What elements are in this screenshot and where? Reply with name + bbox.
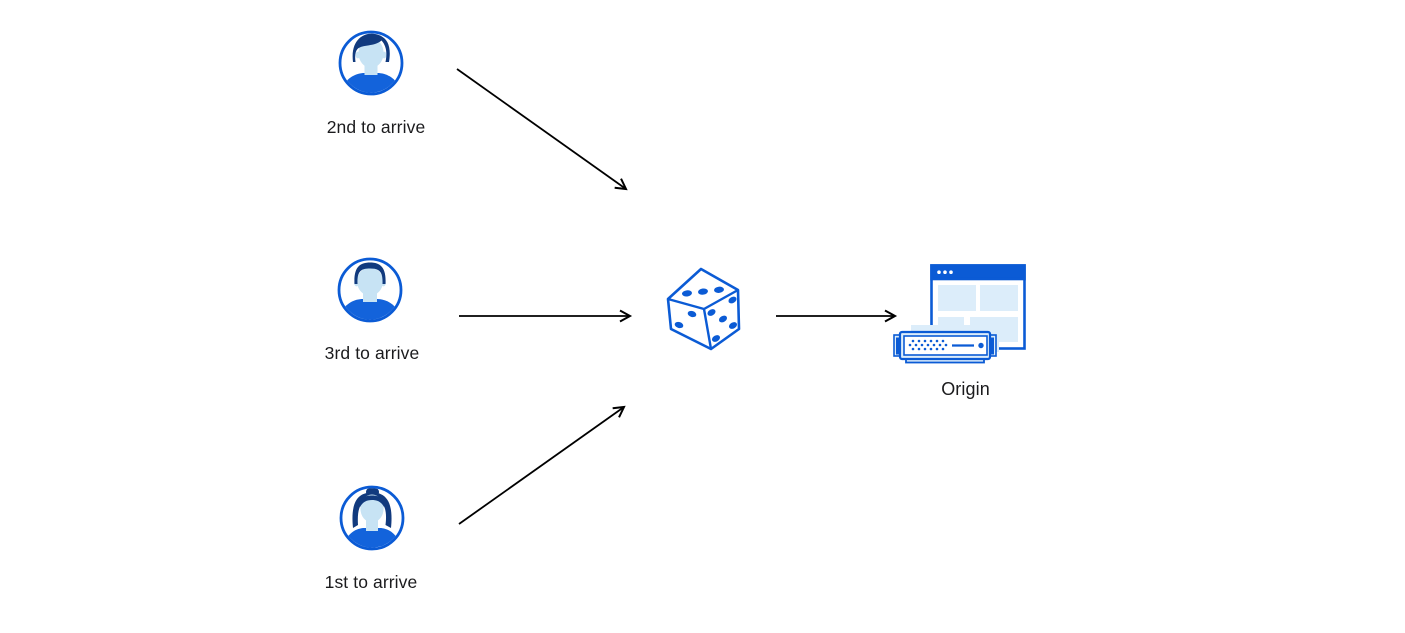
visitor-2nd-avatar-icon [338,30,404,96]
origin-label: Origin [941,379,990,399]
window-dot-icon [949,270,953,274]
visitor-1st-avatar-icon [339,485,405,551]
dice-icon [666,267,741,351]
window-dot-icon [943,270,947,274]
server-icon [893,325,999,364]
node-visitor-2nd [338,30,404,101]
node-visitor-3rd [337,257,403,328]
server-vent-dots-icon [908,339,948,351]
window-dot-icon [937,270,941,274]
visitor-3rd-avatar-icon [337,257,403,323]
node-visitor-1st [339,485,405,556]
server-led-icon [978,342,984,349]
visitor-1st-label: 1st to arrive [324,572,418,592]
visitor-2nd-label: 2nd to arrive [326,117,426,137]
visitor-3rd-label: 3rd to arrive [324,343,420,363]
arrow-visitor1-to-dice [458,405,626,525]
arrow-visitor2-to-dice [456,68,628,191]
